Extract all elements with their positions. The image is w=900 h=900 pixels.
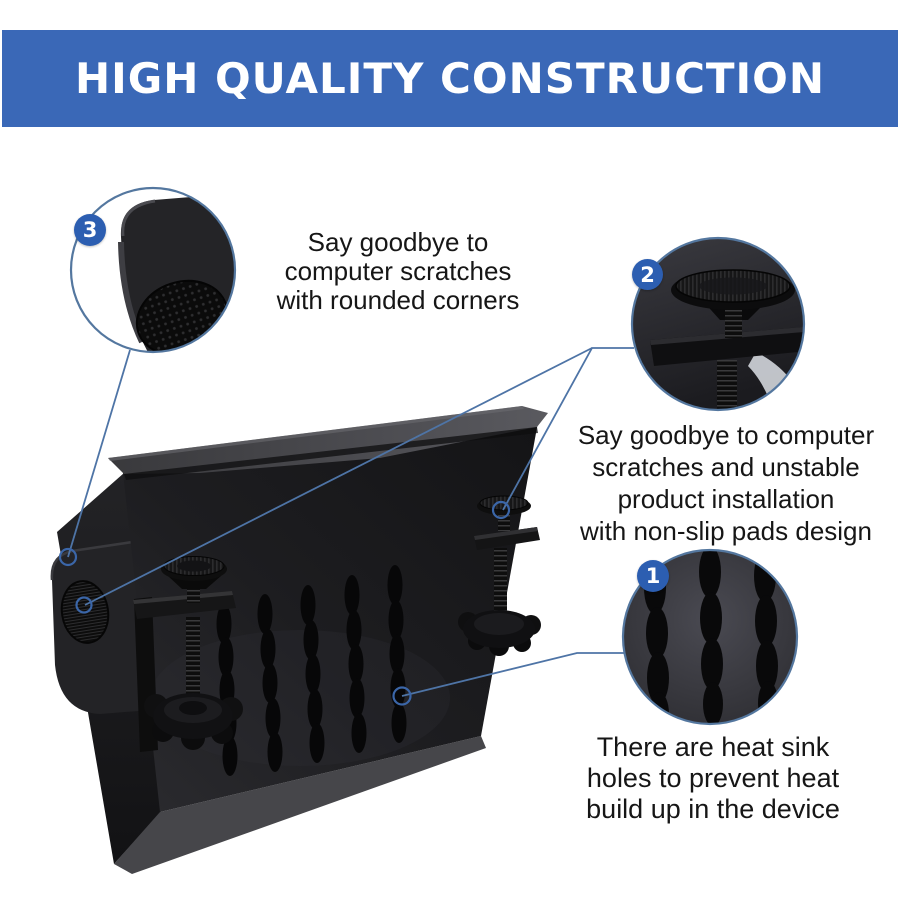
clamp-pad-center <box>177 560 211 572</box>
callout-badge-2: 2 <box>632 259 663 290</box>
top-flange <box>108 406 548 474</box>
callout-text-1-line: holes to prevent heat <box>586 763 840 793</box>
clamp-threaded-rod <box>494 548 507 616</box>
banner-title: HIGH QUALITY CONSTRUCTION <box>74 54 826 103</box>
callout-text-1-line: There are heat sink <box>596 732 830 762</box>
callout-badge-3: 3 <box>74 214 106 246</box>
clamp-arm-closeup <box>650 326 804 366</box>
clamp-star-knob <box>144 693 243 750</box>
right-clamp <box>458 495 541 656</box>
marker-left-pad <box>75 596 93 614</box>
marker-clamp-pad <box>491 500 511 520</box>
callout-badge-1: 1 <box>637 560 669 592</box>
clamp-threaded-rod <box>186 617 200 699</box>
vent-slot <box>300 585 325 763</box>
callout-badge-2-number: 2 <box>640 262 655 287</box>
callout-text-3-line: computer scratches <box>284 256 512 286</box>
annotation-line-3 <box>67 349 131 558</box>
clamp-arm-highlight <box>133 591 233 604</box>
callout-badge-3-number: 3 <box>82 218 98 242</box>
callout-text-3-line: with rounded corners <box>276 285 520 315</box>
bottom-lip <box>114 736 486 874</box>
marker-vent-slot <box>392 686 412 706</box>
clamp-rod-closeup <box>717 360 737 410</box>
top-flange-shadow-edge <box>124 427 538 480</box>
annotation-markers <box>58 500 511 706</box>
annotation-line-2b <box>84 347 593 606</box>
callout-text-1-line: build up in the device <box>586 794 840 824</box>
callout-text-2-line: scratches and unstable <box>592 452 860 482</box>
annotation-line-1 <box>401 652 624 697</box>
callout-circle-1-ring <box>621 548 799 726</box>
callout-text-3: Say goodbye to computer scratches with r… <box>248 228 548 315</box>
vent-slot-closeup <box>699 550 723 724</box>
callout-badge-1-number: 1 <box>645 564 661 588</box>
callout-text-2-line: product installation <box>617 484 835 514</box>
callout-text-1: There are heat sink holes to prevent hea… <box>558 732 868 825</box>
callout-circle-3 <box>69 186 237 354</box>
annotation-lines <box>67 347 634 697</box>
under-desk-mount-product <box>50 406 548 874</box>
callout-text-3-line: Say goodbye to <box>307 227 489 257</box>
vent-slot <box>257 594 283 772</box>
banner: HIGH QUALITY CONSTRUCTION <box>2 30 898 127</box>
callout-circle-2-ring <box>630 236 806 412</box>
clamp-pad-center-closeup <box>699 277 767 295</box>
callout-text-2-line: with non-slip pads design <box>580 516 872 546</box>
callout-text-2: Say goodbye to computer scratches and un… <box>556 419 896 547</box>
corner-plate-edge <box>121 199 156 237</box>
clamp-star-knob <box>458 610 541 656</box>
callout-circle-2 <box>630 236 806 412</box>
left-clamp <box>133 556 243 752</box>
callout-text-2-line: Say goodbye to computer <box>577 420 875 450</box>
clamp-screw-closeup <box>725 306 742 338</box>
vent-slot <box>344 575 367 753</box>
callout-circle-3-ring <box>69 186 237 354</box>
top-flange-highlight <box>108 406 524 461</box>
clamp-arm-highlight <box>474 527 538 540</box>
marker-rounded-corner <box>58 547 78 567</box>
